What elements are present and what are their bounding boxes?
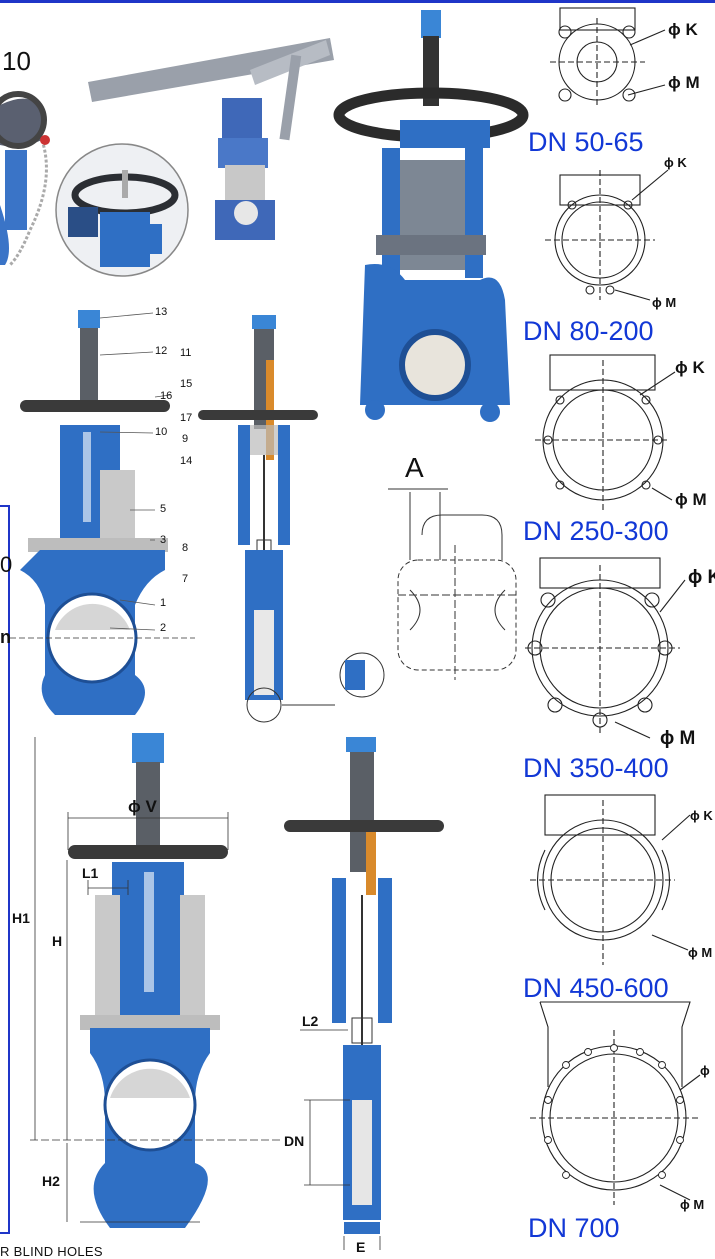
callout-11: 11 (180, 347, 192, 359)
callout-8: 8 (182, 542, 189, 554)
flange-m-label: ϕ M (660, 728, 696, 749)
flange-m-label: ϕ M (688, 945, 713, 960)
bolt-holes-dn700 (544, 1044, 684, 1179)
callout-10: 10 (155, 426, 168, 438)
callout-2: 2 (160, 622, 167, 634)
callout-3: 3 (160, 534, 167, 546)
flange-range-label: DN 250-300 (523, 516, 669, 546)
flange-dn-250-300 (535, 354, 676, 510)
flange-range-label: DN 80-200 (523, 316, 654, 346)
flange-dn-350-400 (525, 557, 686, 739)
flange-dn-450-600 (530, 794, 691, 965)
flange-k-label: ϕ (700, 1063, 710, 1078)
detail-a-drawing (388, 488, 517, 680)
table-frame (0, 505, 10, 1234)
callout-leaders (99, 312, 171, 631)
flange-m-label: ϕ M (668, 73, 700, 92)
photo-chain-valve (0, 91, 50, 267)
callout-16: 16 (160, 390, 173, 402)
flange-k-label: ϕ K (664, 155, 687, 170)
photo-lever-valve (88, 38, 334, 240)
flange-range-label: DN 350-400 (523, 753, 669, 783)
assembly-drawing-section (198, 315, 385, 723)
dimension-h: H (52, 933, 63, 949)
callout-7: 7 (182, 573, 189, 585)
dimension-lines (30, 737, 280, 1223)
dimension-l2: L2 (302, 1013, 319, 1029)
dimension-h1: H1 (12, 910, 30, 926)
dimension-drawing-section (284, 737, 444, 1234)
callout-1: 1 (160, 597, 167, 609)
assembly-drawing-front (10, 310, 195, 715)
flange-k-label: ϕ K (668, 20, 698, 39)
table-fragment: n (0, 627, 11, 647)
callout-9: 9 (182, 433, 189, 445)
callout-15: 15 (180, 378, 193, 390)
photo-inset-handwheel (55, 143, 189, 277)
callout-17: 17 (180, 412, 193, 424)
table-fragment: 0 (0, 552, 13, 577)
flange-range-label: DN 450-600 (523, 973, 669, 1003)
flange-m-label: ϕ M (675, 490, 707, 509)
flange-m-label: ϕ M (680, 1197, 705, 1212)
section-dimension-lines (300, 1029, 381, 1250)
dimension-dn: DN (284, 1133, 305, 1149)
model-number-fragment: 10 (2, 46, 31, 76)
photo-handwheel-valve (333, 10, 529, 422)
dimension-drawing-front (68, 733, 228, 1228)
flange-range-label: DN 700 (528, 1213, 620, 1243)
flange-k-label: ϕ K (688, 567, 715, 588)
flange-dn-50-65 (550, 7, 666, 108)
detail-label: A (405, 452, 424, 483)
flange-dn-700 (530, 1001, 701, 1205)
dimension-v: ϕ V (128, 797, 157, 816)
flange-dn-80-200 (545, 169, 669, 301)
flange-m-label: ϕ M (652, 295, 677, 310)
dimension-h2: H2 (42, 1173, 60, 1189)
flange-drawings (525, 7, 701, 1205)
callout-5: 5 (160, 503, 167, 515)
dimension-l1: L1 (82, 865, 99, 881)
flange-range-label: DN 50-65 (528, 127, 644, 157)
flange-k-label: ϕ K (690, 808, 713, 823)
flange-k-label: ϕ K (675, 358, 705, 377)
callout-13: 13 (155, 306, 168, 318)
callout-14: 14 (180, 455, 193, 467)
top-rule (0, 0, 715, 3)
footer-note: R BLIND HOLES (0, 1244, 103, 1259)
dimension-e: E (356, 1239, 366, 1255)
callout-12: 12 (155, 345, 168, 357)
